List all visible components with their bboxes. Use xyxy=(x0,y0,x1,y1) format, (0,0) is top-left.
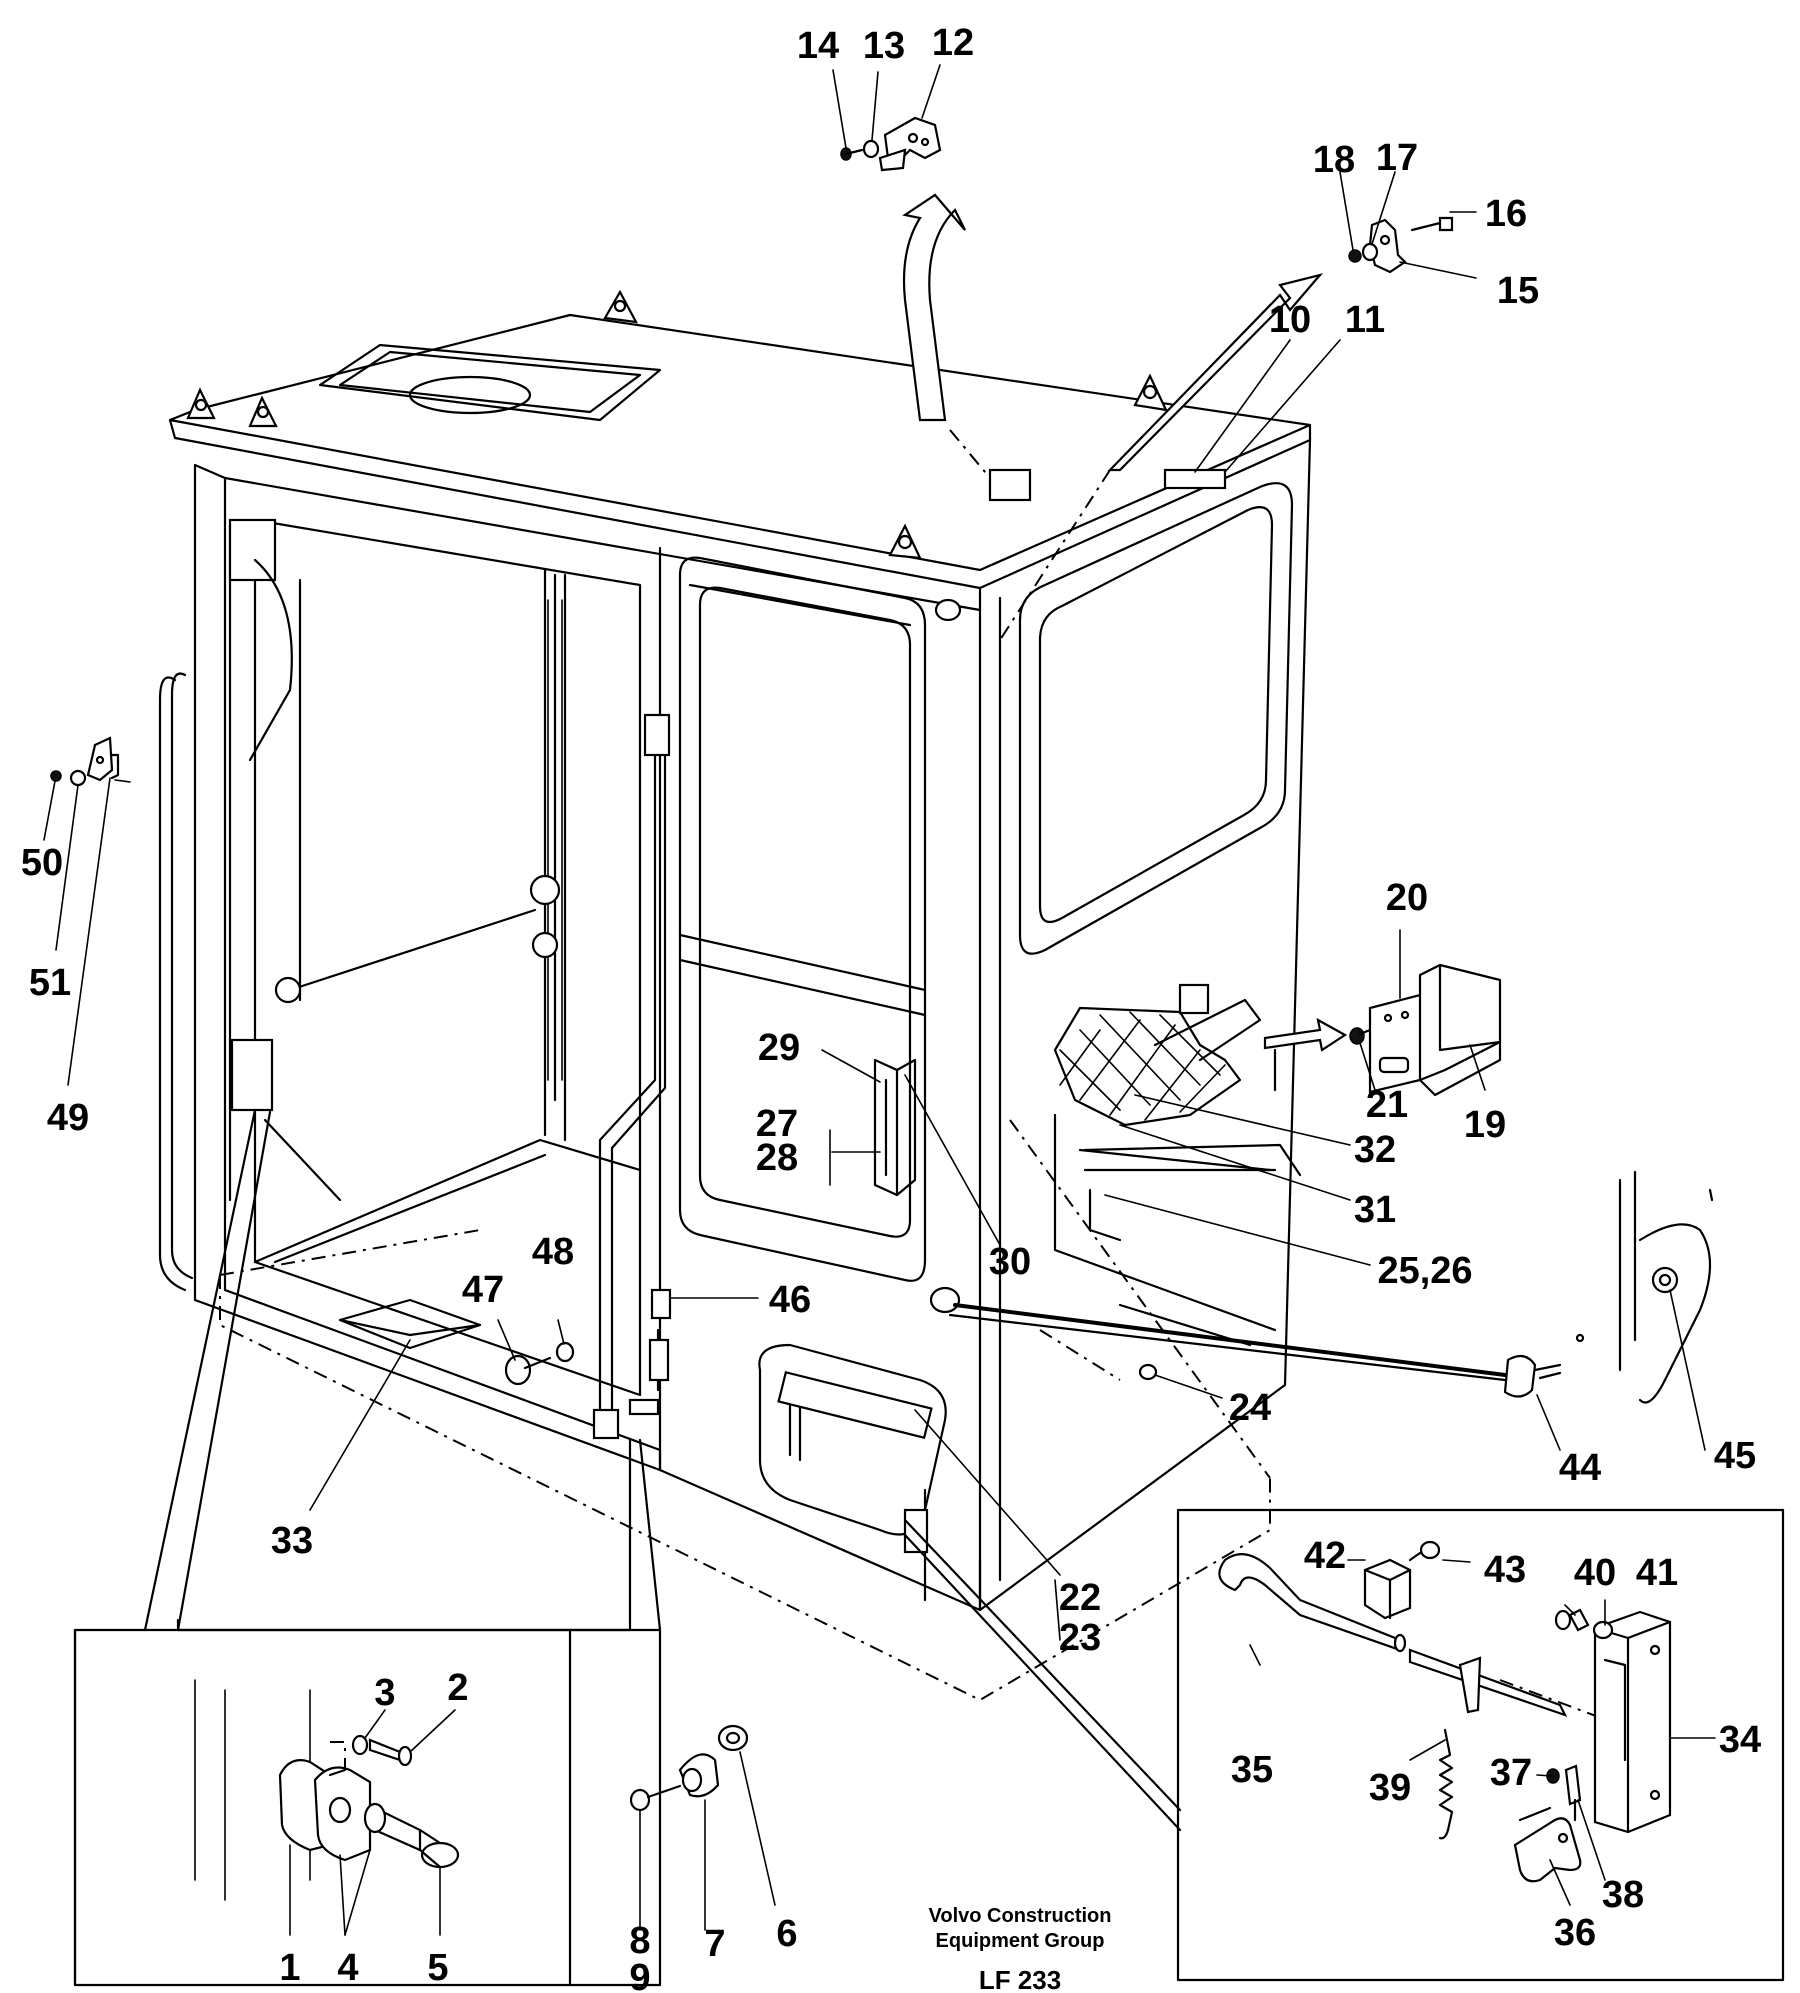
drawing-id: LF 233 xyxy=(979,1965,1061,1993)
callout-17: 17 xyxy=(1376,137,1418,179)
callout-21: 21 xyxy=(1366,1084,1408,1126)
part-44-knob xyxy=(948,1303,1585,1398)
callout-36: 36 xyxy=(1554,1912,1596,1954)
callout-33: 33 xyxy=(271,1520,313,1562)
inset-door-lock xyxy=(1176,1508,1785,1982)
arrow-to-part-20 xyxy=(1263,1017,1348,1052)
part-12-bracket xyxy=(878,116,942,172)
callout-19: 19 xyxy=(1464,1104,1506,1146)
part-50-screw xyxy=(50,770,62,782)
footer-company-line1: Volvo Construction xyxy=(929,1905,1112,1927)
part-18-nut xyxy=(1348,249,1362,263)
part-21-screw xyxy=(1349,1027,1372,1045)
callout-40: 40 xyxy=(1574,1552,1616,1594)
part-47-bolt xyxy=(504,1354,552,1386)
callout-11: 11 xyxy=(1345,299,1385,341)
callout-49: 49 xyxy=(47,1097,89,1139)
callout-18: 18 xyxy=(1313,139,1355,181)
callout-1: 1 xyxy=(279,1947,300,1989)
callout-31: 31 xyxy=(1354,1189,1396,1231)
part-51-washer xyxy=(69,769,87,787)
part-15-bracket xyxy=(1368,218,1407,274)
callout-30: 30 xyxy=(989,1241,1031,1283)
callout-41: 41 xyxy=(1636,1552,1678,1594)
callout-35: 35 xyxy=(1231,1749,1273,1791)
callout-50: 50 xyxy=(21,842,63,884)
part-16-screw xyxy=(1410,216,1454,232)
callout-45: 45 xyxy=(1714,1435,1756,1477)
callout-3: 3 xyxy=(374,1672,395,1714)
callout-16: 16 xyxy=(1485,193,1527,235)
callout-10: 10 xyxy=(1269,299,1311,341)
callout-23: 23 xyxy=(1059,1617,1101,1659)
callout-labels: 1 2 3 4 5 6 7 8 9 10 11 12 13 14 15 16 1… xyxy=(21,22,1761,1993)
footer-title-block: Volvo Construction Equipment Group LF 23… xyxy=(929,1905,1112,1993)
callout-22: 22 xyxy=(1059,1577,1101,1619)
callout-44: 44 xyxy=(1559,1447,1601,1489)
callout-47: 47 xyxy=(462,1269,504,1311)
callout-13: 13 xyxy=(863,25,905,67)
callout-7: 7 xyxy=(704,1923,725,1965)
callout-15: 15 xyxy=(1497,270,1539,312)
callout-42: 42 xyxy=(1304,1535,1346,1577)
callout-28: 28 xyxy=(756,1137,798,1179)
callout-39: 39 xyxy=(1369,1767,1411,1809)
callout-24: 24 xyxy=(1229,1387,1271,1429)
part-14-screw xyxy=(840,147,864,161)
callout-8: 8 xyxy=(629,1920,650,1962)
callout-25-26: 25,26 xyxy=(1377,1250,1472,1292)
part-49-hinge xyxy=(86,736,120,782)
callout-27: 27 xyxy=(756,1103,798,1145)
callout-9: 9 xyxy=(629,1957,650,1993)
floor-plate-outline xyxy=(219,1119,1271,1702)
callout-6: 6 xyxy=(776,1913,797,1955)
callout-48: 48 xyxy=(532,1231,574,1273)
callout-34: 34 xyxy=(1719,1719,1761,1761)
callout-29: 29 xyxy=(758,1027,800,1069)
part-48-washer xyxy=(555,1341,575,1363)
callout-4: 4 xyxy=(337,1947,358,1989)
leader-lines xyxy=(43,64,1716,1936)
cab-body xyxy=(158,193,1324,1612)
callout-5: 5 xyxy=(427,1947,448,1989)
part-45-panel xyxy=(1618,1170,1714,1404)
callout-12: 12 xyxy=(932,22,974,64)
callout-38: 38 xyxy=(1602,1874,1644,1916)
callout-32: 32 xyxy=(1354,1129,1396,1171)
callout-20: 20 xyxy=(1386,877,1428,919)
callout-43: 43 xyxy=(1484,1549,1526,1591)
part-17-washer xyxy=(1361,242,1379,262)
part-29-30 xyxy=(873,1058,917,1197)
part-13-washer xyxy=(862,139,880,159)
callout-2: 2 xyxy=(447,1667,468,1709)
callout-46: 46 xyxy=(769,1279,811,1321)
inset-hinge-pin xyxy=(73,1628,749,1987)
callout-14: 14 xyxy=(797,25,839,67)
footer-company-line2: Equipment Group xyxy=(936,1930,1105,1952)
callout-37: 37 xyxy=(1490,1752,1532,1794)
heater-unit xyxy=(1053,983,1302,1242)
callout-51: 51 xyxy=(29,962,71,1004)
part-19-20-bracket xyxy=(1368,963,1502,1097)
